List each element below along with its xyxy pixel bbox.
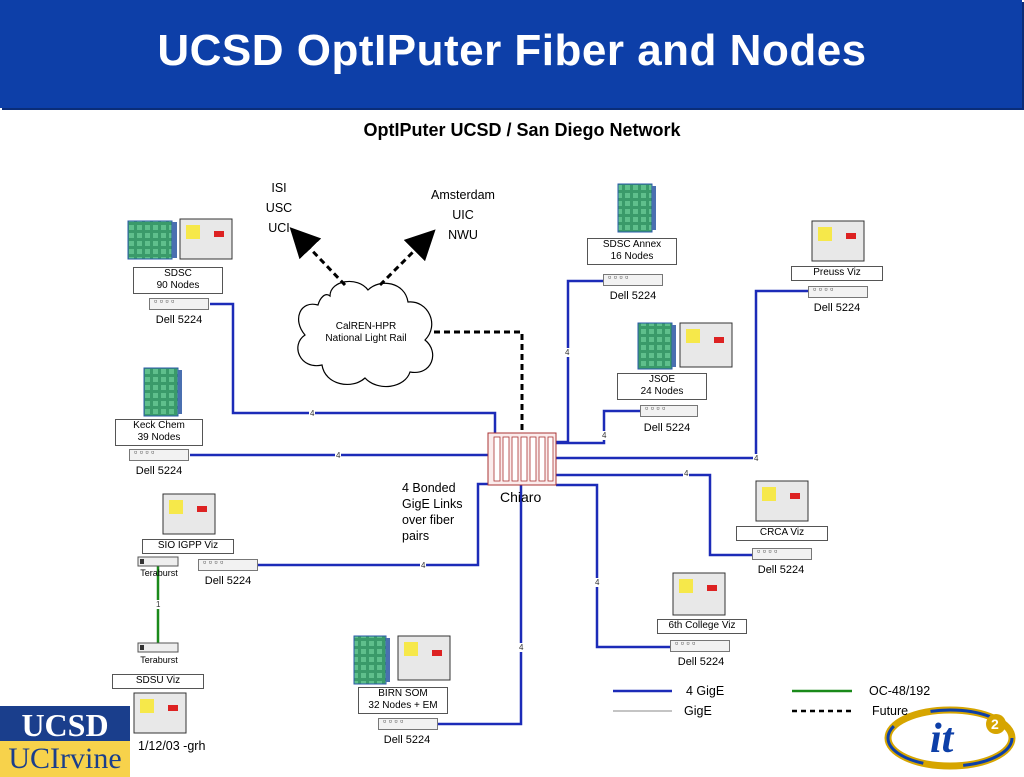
link-label: 4 bbox=[594, 578, 601, 587]
remote-sites-west: ISI USC UCI bbox=[262, 178, 296, 238]
switch-label: Dell 5224 bbox=[383, 734, 431, 746]
switch-crca bbox=[752, 546, 812, 560]
node-label-crca: CRCA Viz bbox=[736, 526, 828, 541]
link-sdsc-annex bbox=[556, 279, 605, 444]
rack-icon bbox=[143, 367, 182, 417]
legend-gige4: 4 GigE bbox=[686, 684, 725, 698]
footer-date: 1/12/03 -grh bbox=[138, 739, 206, 753]
teraburst-label: Teraburst bbox=[140, 568, 178, 578]
display-icon bbox=[679, 322, 733, 368]
switch-label: Dell 5224 bbox=[155, 314, 203, 326]
remote-sites-east: Amsterdam UIC NWU bbox=[424, 185, 502, 245]
link-label: 4 bbox=[335, 451, 342, 460]
node-label-preuss: Preuss Viz bbox=[791, 266, 883, 281]
ucsd-logo: UCSD bbox=[0, 706, 130, 743]
page-title: UCSD OptIPuter Fiber and Nodes bbox=[157, 26, 867, 75]
switch-label: Dell 5224 bbox=[757, 564, 805, 576]
chiaro-router bbox=[487, 432, 557, 486]
link-west-dashed bbox=[289, 227, 347, 287]
link-label: 4 bbox=[309, 409, 316, 418]
link-label: 4 bbox=[420, 561, 427, 570]
link-preuss bbox=[556, 289, 809, 460]
display-icon bbox=[133, 692, 187, 734]
switch-label: Dell 5224 bbox=[135, 465, 183, 477]
switch-jsoe bbox=[640, 403, 698, 417]
switch-sdsc bbox=[149, 296, 209, 310]
rack-icon bbox=[617, 183, 656, 233]
switch-preuss bbox=[808, 284, 868, 298]
legend-future: Future bbox=[872, 704, 909, 718]
display-icon bbox=[672, 572, 726, 616]
switch-label: Dell 5224 bbox=[677, 656, 725, 668]
link-label: 4 bbox=[683, 469, 690, 478]
chiaro-note: 4 Bonded GigE Links over fiber pairs bbox=[402, 481, 463, 543]
ucirvine-logo: UCIrvine bbox=[0, 741, 130, 777]
link-sdsc bbox=[210, 302, 497, 434]
rack-icon bbox=[127, 220, 177, 260]
switch-label: Dell 5224 bbox=[643, 422, 691, 434]
switch-label: Dell 5224 bbox=[609, 290, 657, 302]
node-label-sdsu: SDSU Viz bbox=[112, 674, 204, 689]
chiaro-label: Chiaro bbox=[500, 489, 542, 505]
link-sixth bbox=[556, 483, 671, 649]
link-jsoe bbox=[556, 409, 641, 445]
teraburst-device bbox=[137, 642, 179, 653]
switch-label: Dell 5224 bbox=[204, 575, 252, 587]
link-cloud-chiaro bbox=[434, 330, 524, 434]
rack-icon bbox=[353, 635, 390, 685]
switch-sio bbox=[198, 557, 258, 571]
link-sio bbox=[258, 482, 488, 567]
site-label: UIC bbox=[452, 208, 474, 222]
it2-logo: it 2 bbox=[884, 706, 1016, 770]
svg-text:it: it bbox=[930, 716, 955, 762]
site-label: ISI bbox=[271, 181, 287, 195]
legend-gige: GigE bbox=[684, 704, 712, 718]
link-label: 4 bbox=[518, 643, 525, 652]
legend-oc48: OC-48/192 bbox=[869, 684, 931, 698]
link-label: 4 bbox=[601, 431, 608, 440]
display-icon bbox=[179, 218, 233, 260]
rack-icon bbox=[637, 322, 676, 370]
site-label: Amsterdam bbox=[431, 188, 495, 202]
display-icon bbox=[755, 480, 809, 522]
link-label: 4 bbox=[564, 348, 571, 357]
link-birn bbox=[414, 485, 523, 726]
link-east-dashed bbox=[378, 229, 436, 287]
svg-text:2: 2 bbox=[991, 716, 999, 732]
display-icon bbox=[162, 493, 216, 535]
node-label-sio: SIO IGPP Viz bbox=[142, 539, 234, 554]
link-label: 4 bbox=[753, 454, 760, 463]
gige4-links bbox=[190, 279, 809, 726]
display-icon bbox=[397, 635, 451, 681]
site-label: UCI bbox=[268, 221, 290, 235]
cloud-label: CalREN-HPR National Light Rail bbox=[325, 321, 407, 344]
display-icon bbox=[811, 220, 865, 262]
switch-birn bbox=[378, 716, 438, 730]
site-label: NWU bbox=[448, 228, 478, 242]
switch-sdsc-annex bbox=[603, 272, 663, 286]
page-subtitle: OptIPuter UCSD / San Diego Network bbox=[363, 120, 681, 140]
header-bar bbox=[0, 0, 1022, 108]
calren-cloud bbox=[297, 280, 434, 388]
site-label: USC bbox=[265, 201, 293, 215]
teraburst-device bbox=[137, 556, 179, 567]
node-label-sixth: 6th College Viz bbox=[657, 619, 747, 634]
switch-keck bbox=[129, 447, 189, 461]
teraburst-label: Teraburst bbox=[140, 655, 178, 665]
link-crca bbox=[556, 473, 782, 557]
switch-label: Dell 5224 bbox=[813, 302, 861, 314]
switch-sixth bbox=[670, 638, 730, 652]
link-label: 1 bbox=[155, 600, 162, 609]
